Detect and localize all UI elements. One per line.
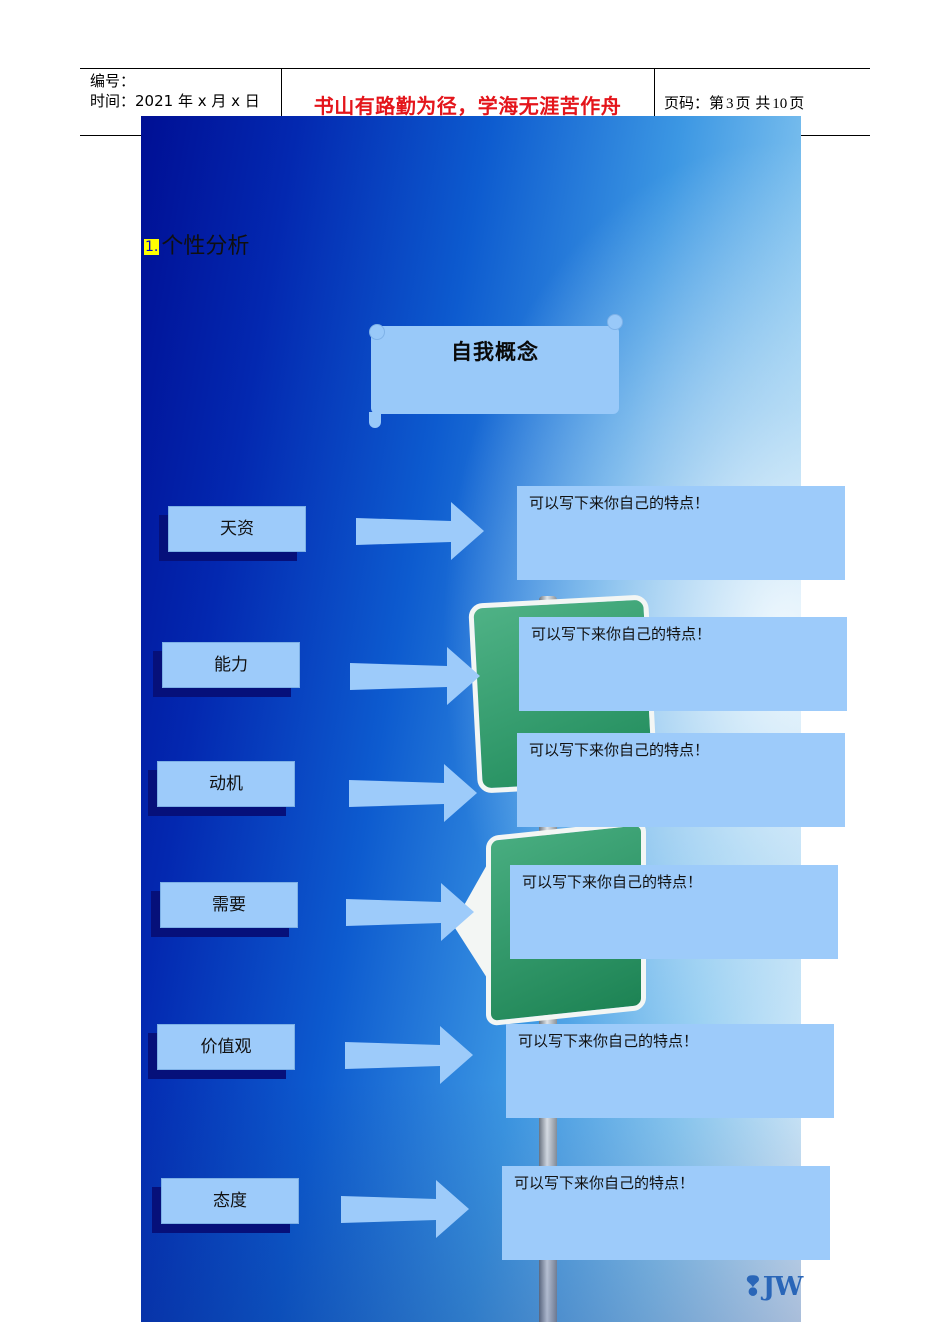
- trait-label: 天资: [168, 506, 306, 552]
- page-prefix: 页码：第: [664, 94, 725, 112]
- trait-label-box: 动机: [148, 761, 295, 816]
- trait-label-box: 态度: [152, 1178, 299, 1233]
- page-mid: 页 共: [735, 94, 771, 112]
- document-header: 编号： 时间：2021 年 x 月 x 日 书山有路勤为径，学海无涯苦作舟 页码…: [80, 68, 870, 136]
- right-arrow-icon: [346, 883, 474, 941]
- right-arrow-icon: [345, 1026, 473, 1084]
- trait-label-box: 天资: [159, 506, 306, 561]
- page-total: 10: [772, 96, 788, 112]
- answer-box[interactable]: 可以写下来你自己的特点！: [519, 617, 847, 711]
- trait-label-box: 能力: [153, 642, 300, 697]
- trait-label: 需要: [160, 882, 298, 928]
- answer-box[interactable]: 可以写下来你自己的特点！: [502, 1166, 830, 1260]
- header-motto: 书山有路勤为径，学海无涯苦作舟: [313, 94, 622, 118]
- sky-background-image: [141, 116, 801, 1322]
- scroll-curl-right: [607, 314, 623, 330]
- banner-title: 自我概念: [451, 340, 539, 364]
- answer-box[interactable]: 可以写下来你自己的特点！: [517, 486, 845, 580]
- right-arrow-icon: [341, 1180, 469, 1238]
- scroll-curl-left: [369, 324, 385, 340]
- trait-label: 能力: [162, 642, 300, 688]
- trait-label-box: 需要: [151, 882, 298, 937]
- section-title-text: 个性分析: [161, 234, 250, 259]
- answer-box[interactable]: 可以写下来你自己的特点！: [506, 1024, 834, 1118]
- document-date: 时间：2021 年 x 月 x 日: [90, 92, 260, 110]
- self-concept-banner: 自我概念: [369, 314, 623, 428]
- trait-label-box: 价值观: [148, 1024, 295, 1079]
- right-arrow-icon: [349, 764, 477, 822]
- answer-box[interactable]: 可以写下来你自己的特点！: [517, 733, 845, 827]
- answer-placeholder: 可以写下来你自己的特点！: [514, 1174, 695, 1192]
- answer-placeholder: 可以写下来你自己的特点！: [518, 1032, 699, 1050]
- answer-placeholder: 可以写下来你自己的特点！: [531, 625, 712, 643]
- answer-placeholder: 可以写下来你自己的特点！: [529, 741, 710, 759]
- answer-box[interactable]: 可以写下来你自己的特点！: [510, 865, 838, 959]
- trait-label: 价值观: [157, 1024, 295, 1070]
- page-current: 3: [726, 96, 734, 112]
- header-top-rule: [80, 68, 870, 69]
- answer-placeholder: 可以写下来你自己的特点！: [529, 494, 710, 512]
- right-arrow-icon: [356, 502, 484, 560]
- trait-label: 动机: [157, 761, 295, 807]
- header-divider-left: [281, 68, 282, 136]
- right-arrow-icon: [350, 647, 480, 705]
- section-heading: 1.个性分析: [144, 228, 249, 260]
- header-meta: 编号： 时间：2021 年 x 月 x 日: [90, 71, 260, 111]
- scroll-curl-bottom: [369, 412, 381, 428]
- trait-label: 态度: [161, 1178, 299, 1224]
- section-number: 1.: [144, 239, 160, 255]
- watermark-logo: ❢JW: [742, 1272, 803, 1302]
- document-number-label: 编号：: [90, 72, 136, 90]
- page-suffix: 页: [789, 94, 805, 112]
- answer-placeholder: 可以写下来你自己的特点！: [522, 873, 703, 891]
- header-divider-right: [654, 68, 655, 136]
